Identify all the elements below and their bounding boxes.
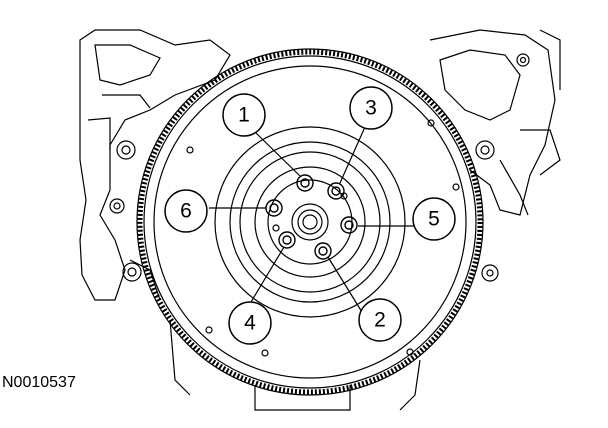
callout-3-label: 3 (365, 97, 377, 120)
flywheel-plate-holes (186, 119, 460, 357)
bolt-4 (278, 231, 296, 249)
callout-circles (164, 86, 456, 345)
engine-mount-bosses (109, 53, 530, 282)
callout-leader-lines (209, 126, 414, 318)
callout-2-label: 2 (374, 309, 386, 332)
callout-1-label: 1 (238, 104, 250, 127)
callout-6-label: 6 (180, 200, 192, 223)
flywheel-ring-gear (136, 48, 484, 396)
figure-id-label: N0010537 (2, 374, 76, 391)
bolt-1 (296, 174, 314, 192)
bolt-6 (265, 199, 283, 217)
bolt-2 (314, 242, 332, 260)
callout-5-label: 5 (428, 208, 440, 231)
flywheel-plate (153, 65, 467, 379)
flywheel-bolts (265, 174, 358, 260)
bolt-5 (340, 216, 358, 234)
engine-block-outline (79, 29, 561, 411)
bolt-3 (327, 182, 345, 200)
callout-4-label: 4 (244, 312, 256, 335)
